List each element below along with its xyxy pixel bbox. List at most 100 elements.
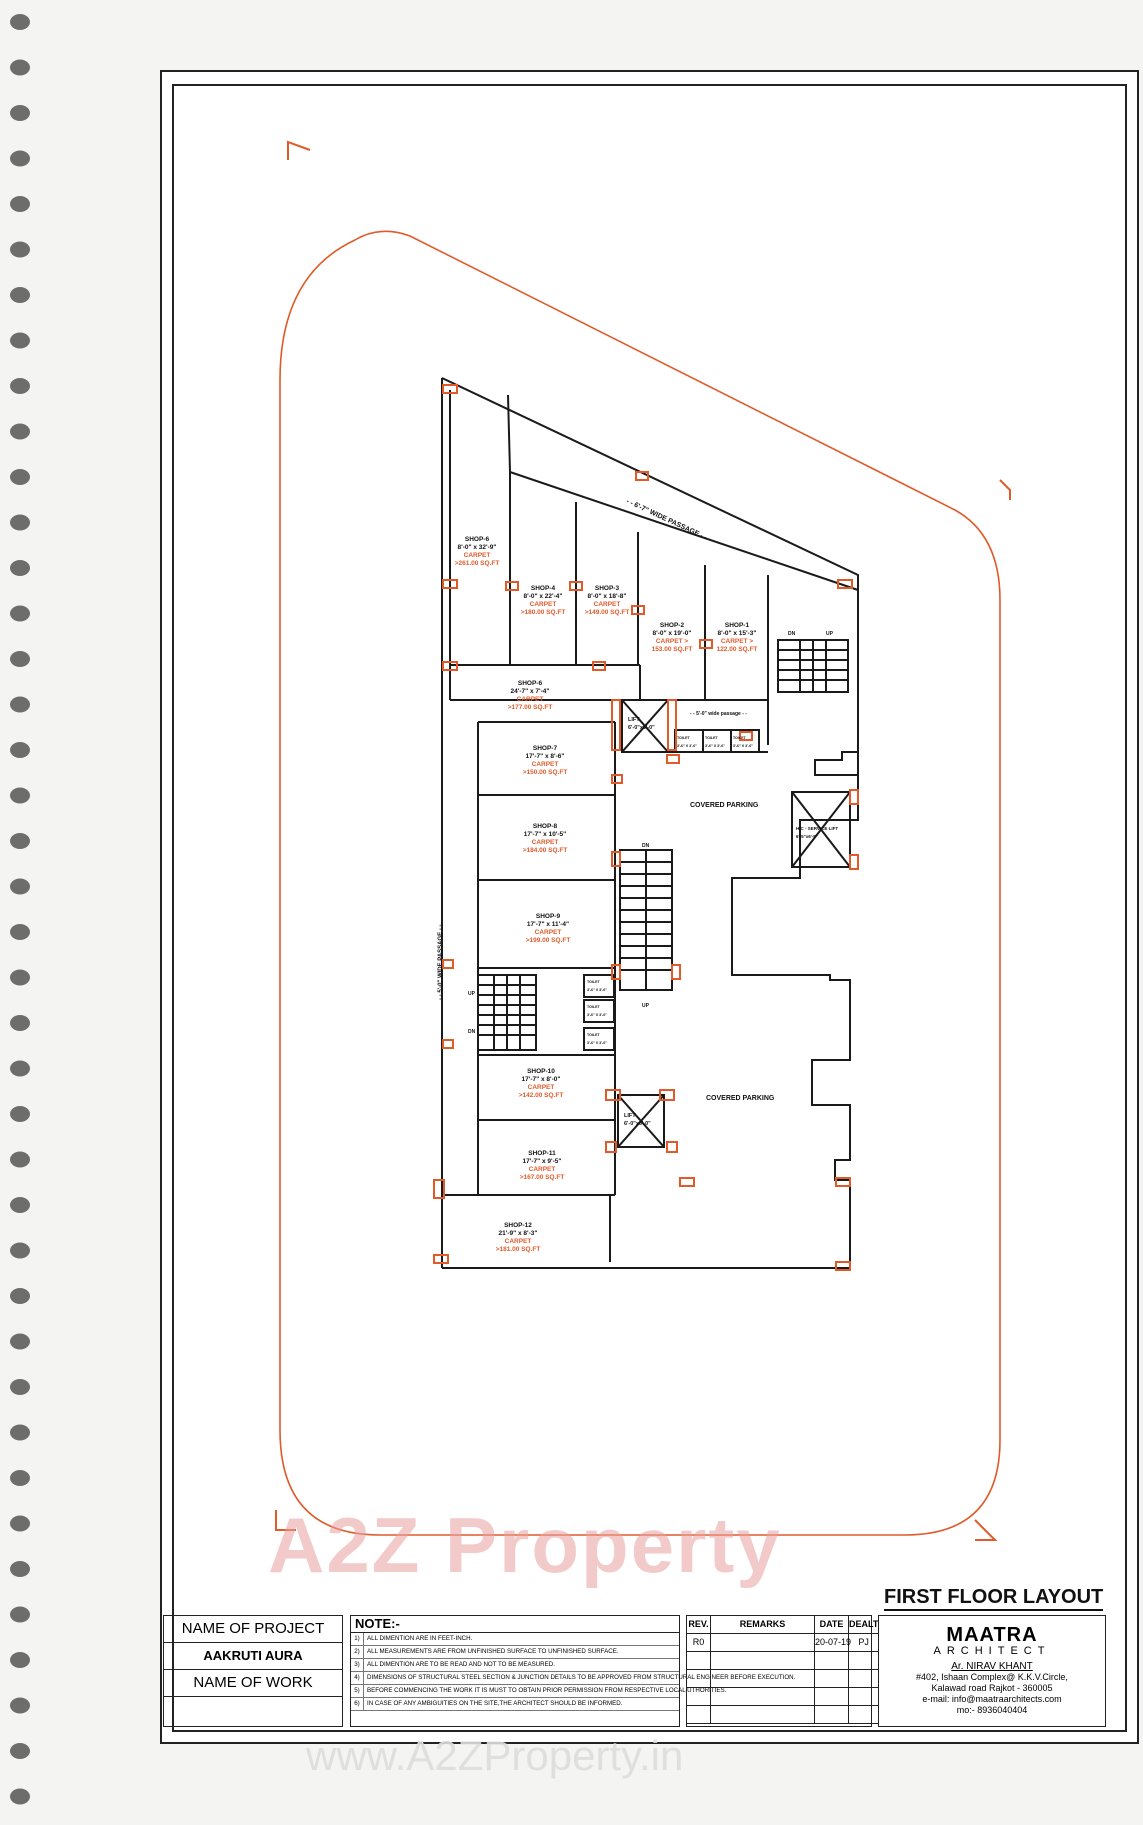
binder-ring: [10, 1697, 30, 1714]
shop-name: SHOP-9: [535, 913, 561, 920]
project-name-value: AAKRUTI AURA: [164, 1643, 342, 1670]
shop-size: 17'-7" x 11'-4": [526, 921, 570, 928]
binder-ring: [10, 1424, 30, 1441]
revision-cell: [711, 1688, 815, 1706]
shop-size: 17'-7" x 8'-6": [525, 753, 565, 760]
shop-name: SHOP-3: [594, 585, 620, 592]
work-name-value: [164, 1697, 342, 1725]
watermark-logo: A2Z Property: [268, 1501, 782, 1589]
revision-cell: [711, 1652, 815, 1670]
covered-parking-1: COVERED PARKING: [690, 802, 759, 809]
binder-ring: [10, 1561, 30, 1577]
binder-ring: [10, 1288, 30, 1304]
binder-ring: [10, 514, 30, 531]
shop-area: >261.00 SQ.FT: [454, 560, 500, 567]
shop-name: SHOP-11: [528, 1150, 556, 1157]
revision-cell: [849, 1706, 879, 1724]
lift-2-label: LIFT 6'-0"x6'-0": [624, 1113, 651, 1127]
revision-cell: [815, 1670, 849, 1688]
shop-area: >149.00 SQ.FT: [584, 609, 630, 616]
note-text: BEFORE COMMENCING THE WORK IT IS MUST TO…: [367, 1687, 727, 1694]
shop-carpet-label: CARPET >: [720, 638, 754, 645]
shop-size: 8'-0" x 18'-8": [587, 593, 627, 600]
drawing-sheet-inner-border: [172, 84, 1127, 1732]
revision-cell: [687, 1652, 711, 1670]
shop-name: SHOP-10: [527, 1068, 555, 1075]
binder-ring: [10, 378, 30, 394]
binder-ring: [10, 1788, 30, 1805]
drawing-title: FIRST FLOOR LAYOUT: [884, 1586, 1104, 1611]
shop-carpet-label: CARPET >: [655, 638, 689, 645]
toilet-label: TOILET 3'-6" X 3'-6": [587, 1005, 607, 1017]
revision-cell: [687, 1670, 711, 1688]
note-number: 2): [351, 1646, 364, 1658]
shop-size: 8'-0" x 19'-0": [652, 630, 692, 637]
binder-ring: [10, 14, 30, 30]
binder-ring: [10, 1151, 30, 1168]
note-row: 4)DIMENSIONS OF STRUCTURAL STEEL SECTION…: [351, 1672, 795, 1685]
binder-ring: [10, 1015, 30, 1031]
binder-ring: [10, 1379, 30, 1395]
passage-label-small: - - 5'-0" wide passage - -: [690, 711, 747, 717]
note-number: 5): [351, 1685, 364, 1697]
binder-ring: [10, 1652, 30, 1668]
note-row: 2)ALL MEASUREMENTS ARE FROM UNFINISHED S…: [351, 1646, 679, 1659]
firm-subtitle: ARCHITECT: [933, 1645, 1051, 1657]
notes-list: 1)ALL DIMENTION ARE IN FEET-INCH.2)ALL M…: [351, 1633, 795, 1711]
toilet-label: TOILET 3'-6" X 3'-6": [677, 736, 697, 748]
architect-name: Ar. NIRAV KHANT: [951, 1661, 1033, 1672]
shop-size: 8'-0" x 32'-9": [457, 544, 497, 551]
binder-ring: [10, 924, 30, 940]
note-row: 5)BEFORE COMMENCING THE WORK IT IS MUST …: [351, 1685, 726, 1698]
shop-area: 122.00 SQ.FT: [716, 646, 758, 653]
revision-header: DATE: [815, 1616, 849, 1634]
corner-marks: [275, 140, 1011, 1541]
shop-area: >184.00 SQ.FT: [522, 847, 568, 854]
binder-ring: [10, 833, 30, 849]
revision-cell: [687, 1706, 711, 1724]
shop-area: 153.00 SQ.FT: [651, 646, 693, 653]
revision-cell: [711, 1706, 815, 1724]
shop-area: >142.00 SQ.FT: [518, 1092, 564, 1099]
binder-ring: [10, 1197, 30, 1213]
shop-carpet-label: CARPET: [531, 839, 559, 846]
architect-firm-block: MAATRA ARCHITECT Ar. NIRAV KHANT #402, I…: [878, 1615, 1106, 1727]
note-text: ALL DIMENTION ARE IN FEET-INCH.: [367, 1635, 473, 1642]
note-row: 1)ALL DIMENTION ARE IN FEET-INCH.: [351, 1633, 679, 1646]
revision-cell: [849, 1670, 879, 1688]
shop-name: SHOP-8: [532, 823, 558, 830]
shop-name: SHOP-7: [532, 745, 558, 752]
binder-ring: [10, 696, 30, 713]
drawing-sheet-border: [160, 70, 1139, 1744]
binder-ring: [10, 59, 30, 76]
note-number: 6): [351, 1698, 364, 1710]
note-row: 6)IN CASE OF ANY AMBIGUITIES ON THE SITE…: [351, 1698, 679, 1711]
binder-ring: [10, 605, 30, 622]
note-text: IN CASE OF ANY AMBIGUITIES ON THE SITE,T…: [367, 1700, 623, 1707]
shop-area: >177.00 SQ.FT: [507, 704, 553, 711]
binder-ring: [10, 1106, 30, 1122]
binder-ring: [10, 332, 30, 349]
revision-header: DEALT: [849, 1616, 879, 1634]
shop-carpet-label: CARPET: [593, 601, 621, 608]
shop-carpet-label: CARPET: [527, 1084, 555, 1091]
binder-ring: [10, 1606, 30, 1623]
binder-ring: [10, 651, 30, 667]
revision-header: REMARKS: [711, 1616, 815, 1634]
shop-carpet-label: CARPET: [516, 696, 544, 703]
note-text: DIMENSIONS OF STRUCTURAL STEEL SECTION &…: [367, 1674, 796, 1681]
shop-name: SHOP-6: [517, 680, 543, 687]
binder-ring: [10, 105, 30, 121]
shop-size: 21'-9" x 8'-3": [498, 1230, 538, 1237]
